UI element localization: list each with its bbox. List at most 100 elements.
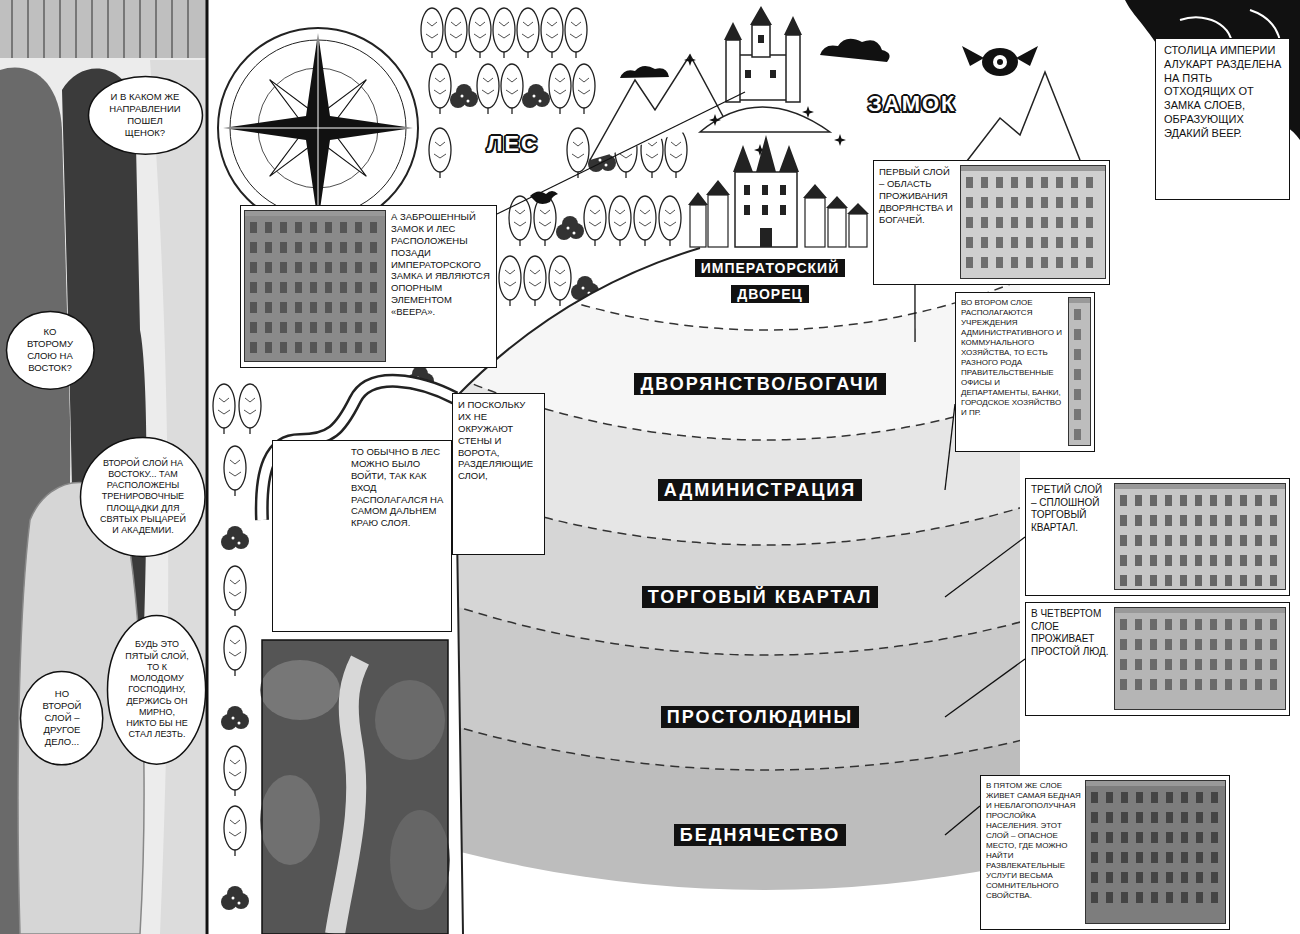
bubble-text: НО ВТОРОЙ СЛОЙ – ДРУГОЕ ДЕЛО...	[35, 688, 89, 747]
label-wrap: БЕДНЯЧЕСТВО	[575, 821, 945, 850]
photo-window	[1181, 892, 1188, 903]
photo-window	[1091, 812, 1098, 823]
photo-window	[325, 302, 332, 313]
photo-window	[1026, 217, 1033, 228]
photo-window	[265, 282, 272, 293]
forest-trees	[549, 256, 571, 306]
photo-window	[1181, 792, 1188, 803]
photo-window	[280, 302, 287, 313]
palace-town	[735, 172, 797, 247]
compass-rose	[223, 33, 413, 223]
photo-window	[1165, 639, 1172, 650]
forest-trees	[421, 8, 443, 58]
photo-frame	[1115, 608, 1286, 710]
photo-window	[1225, 639, 1232, 650]
photo-window	[1181, 832, 1188, 843]
photo-window	[1181, 852, 1188, 863]
photo-window	[1240, 679, 1247, 690]
forest-photo	[260, 640, 450, 934]
castle-illustration	[820, 39, 890, 62]
photo-window	[1255, 619, 1262, 630]
forest-trees	[493, 8, 515, 58]
photo-window	[1086, 257, 1093, 268]
photo-window	[1071, 237, 1078, 248]
photo-window	[1136, 852, 1143, 863]
photo-window	[1056, 197, 1063, 208]
photo-window	[250, 262, 257, 273]
photo-window	[1121, 832, 1128, 843]
leader-line	[914, 285, 915, 342]
photo-window	[1195, 535, 1202, 546]
photo-window	[1211, 792, 1218, 803]
layer-label: ИМПЕРАТОРСКИЙ ДВОРЕЦ	[695, 259, 846, 303]
photo-window	[1240, 575, 1247, 586]
photo-window	[1091, 852, 1098, 863]
leader-line	[945, 404, 955, 490]
caption-text: ТО ОБЫЧНО В ЛЕС МОЖНО БЫЛО ВОЙТИ, ТАК КА…	[351, 446, 445, 529]
photo-window	[1041, 237, 1048, 248]
photo-window	[1225, 535, 1232, 546]
photo-window	[1195, 679, 1202, 690]
castle-illustration	[786, 35, 800, 102]
photo-window	[1180, 575, 1187, 586]
photo-window	[1121, 812, 1128, 823]
photo-window	[1074, 409, 1081, 420]
photo-window	[1210, 535, 1217, 546]
bubble-ellipse	[21, 671, 103, 764]
castle-illustration	[709, 114, 721, 126]
photo-window	[1210, 659, 1217, 670]
photo-window	[1270, 495, 1277, 506]
forest-photo	[262, 640, 448, 934]
photo-window	[250, 302, 257, 313]
photo-window	[1151, 812, 1158, 823]
fan-city-map	[0, 0, 1300, 655]
photo-window	[1120, 619, 1127, 630]
bubble-text: И В КАКОМ ЖЕ НАПРАВЛЕНИИ ПОШЕЛ ЩЕНОК?	[106, 91, 184, 139]
photo-window	[1135, 659, 1142, 670]
photo-window	[1135, 619, 1142, 630]
photo-window	[1255, 639, 1262, 650]
castle-illustration	[590, 55, 725, 160]
photo-window	[370, 322, 377, 333]
photo-window	[1106, 792, 1113, 803]
compass-rose	[218, 28, 418, 228]
forest-photo	[375, 680, 445, 760]
photo-window	[1135, 575, 1142, 586]
forest-trees	[224, 746, 246, 796]
caption-box: СТОЛИЦА ИМПЕРИИ АЛУКАРТ РАЗДЕЛЕНА НА ПЯТ…	[1155, 38, 1290, 200]
photo-window	[1120, 639, 1127, 650]
speech-bubble: НО ВТОРОЙ СЛОЙ – ДРУГОЕ ДЕЛО...	[19, 670, 104, 766]
photo-window	[1041, 257, 1048, 268]
panel-border	[206, 0, 209, 934]
forest-trees	[541, 8, 563, 58]
photo-window	[280, 242, 287, 253]
photo-window	[1270, 575, 1277, 586]
photo-window	[1106, 832, 1113, 843]
eye-creature	[997, 59, 1003, 65]
photo-window	[310, 242, 317, 253]
photo-window	[996, 197, 1003, 208]
photo-window	[981, 237, 988, 248]
photo-window	[1225, 659, 1232, 670]
caption-text: ВО ВТОРОМ СЛОЕ РАСПОЛАГАЮТСЯ УЧРЕЖДЕНИЯ …	[961, 298, 1065, 418]
castle-illustration	[700, 107, 830, 132]
photo-window	[1255, 575, 1262, 586]
photo-window	[1120, 535, 1127, 546]
eye-creature	[962, 46, 1038, 76]
forest-trees	[429, 64, 451, 114]
photo-window	[1136, 792, 1143, 803]
photo-window	[250, 342, 257, 353]
label-anchor: ЗАМОК	[868, 90, 957, 118]
city-layer-band: БЕДНЯЧЕСТВО	[575, 790, 945, 880]
photo-window	[355, 302, 362, 313]
photo-window	[966, 217, 973, 228]
forest-trees	[509, 196, 531, 246]
photo-window	[1011, 237, 1018, 248]
photo-window	[1181, 872, 1188, 883]
photo-window	[1026, 237, 1033, 248]
caption-box: А ЗАБРОШЕННЫЙ ЗАМОК И ЛЕС РАСПОЛОЖЕНЫ ПО…	[240, 205, 497, 368]
photo-window	[1270, 555, 1277, 566]
palace-town	[849, 214, 867, 247]
forest-trees	[524, 256, 546, 306]
